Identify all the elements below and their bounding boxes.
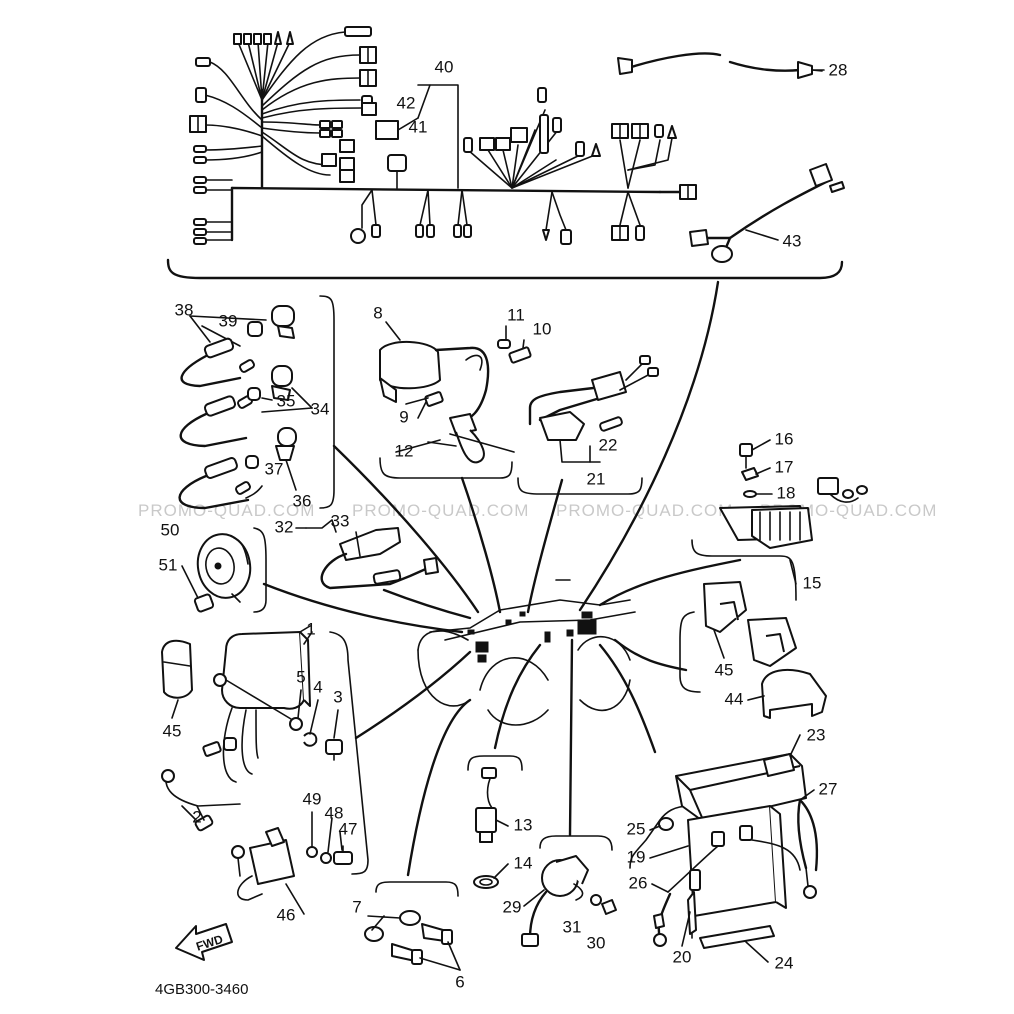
callout-4: 4: [313, 677, 322, 696]
callout-24: 24: [775, 953, 794, 972]
callout-16: 16: [775, 429, 794, 448]
callout-14: 14: [514, 853, 533, 872]
group-relay: [517, 355, 659, 495]
group-resistor: [231, 827, 353, 901]
callout-15: 15: [803, 573, 822, 592]
callout-45-right: 45: [715, 660, 734, 679]
callout-48: 48: [325, 803, 344, 822]
callout-29: 29: [503, 897, 522, 916]
watermark-row: PROMO-QUAD.COM PROMO-QUAD.COM PROMO-QUAD…: [138, 501, 936, 520]
callout-51: 51: [159, 555, 178, 574]
part-43-cable: [689, 163, 845, 263]
group-cdi-unit: [161, 625, 369, 875]
callout-6: 6: [455, 972, 464, 991]
callout-23: 23: [807, 725, 826, 744]
callout-43: 43: [783, 231, 802, 250]
callout-28: 28: [829, 60, 848, 79]
fwd-arrow: FWD: [175, 923, 233, 961]
part-28-cable: [617, 52, 825, 79]
callout-12: 12: [395, 441, 414, 460]
watermark-center: PROMO-QUAD.COM: [352, 501, 529, 520]
callout-20: 20: [673, 947, 692, 966]
callout-13: 13: [514, 815, 533, 834]
callout-45-left: 45: [163, 721, 182, 740]
group-horn: [193, 527, 267, 613]
callout-37: 37: [265, 459, 284, 478]
callout-19: 19: [627, 847, 646, 866]
callout-36: 36: [293, 491, 312, 510]
watermark-left: PROMO-QUAD.COM: [138, 501, 315, 520]
group-starter-relay: [521, 835, 617, 947]
group-neutral-switch: [364, 881, 459, 965]
callout-30: 30: [587, 933, 606, 952]
watermark-mid: PROMO-QUAD.COM: [556, 501, 733, 520]
part-code: 4GB300-3460: [155, 981, 248, 998]
callout-35: 35: [277, 391, 296, 410]
callout-27: 27: [819, 779, 838, 798]
group-oil-sensor: [467, 755, 523, 889]
group-rectifier: [691, 443, 868, 601]
callout-31: 31: [563, 917, 582, 936]
group-battery: [629, 753, 819, 949]
callout-46: 46: [277, 905, 296, 924]
leader-lines: [262, 280, 742, 877]
callout-10: 10: [533, 319, 552, 338]
harness-boundary-curve: [166, 258, 844, 280]
group-plug-cap: [305, 519, 439, 590]
callout-2: 2: [192, 807, 201, 826]
callout-22: 22: [599, 435, 618, 454]
callout-9: 9: [399, 407, 408, 426]
wire-harness: [189, 26, 697, 245]
callout-41: 41: [409, 117, 428, 136]
callout-38: 38: [175, 300, 194, 319]
callout-47: 47: [339, 819, 358, 838]
callout-44: 44: [725, 689, 744, 708]
callout-18: 18: [777, 483, 796, 502]
callout-17: 17: [775, 457, 794, 476]
callout-21: 21: [587, 469, 606, 488]
callout-8: 8: [373, 303, 382, 322]
callout-leaders: [171, 69, 823, 971]
callout-11: 11: [507, 305, 525, 324]
callout-25: 25: [627, 819, 646, 838]
callout-32: 32: [275, 517, 294, 536]
callout-50: 50: [161, 520, 180, 539]
callout-40: 40: [435, 57, 454, 76]
callout-34: 34: [311, 399, 330, 418]
callout-33: 33: [331, 511, 350, 530]
callout-numbers: 1 2 3 4 5 6 7 8 9 10 11 12 13 14 15 16 1…: [159, 57, 848, 991]
group-sensors-left: [178, 295, 335, 510]
callout-3: 3: [333, 687, 342, 706]
group-left-cover: [161, 639, 193, 699]
callout-39: 39: [219, 311, 238, 330]
callout-5: 5: [296, 667, 305, 686]
callout-49: 49: [303, 789, 322, 808]
callout-7: 7: [352, 897, 361, 916]
group-right-covers: [679, 581, 827, 719]
callout-1: 1: [306, 619, 315, 638]
callout-26: 26: [629, 873, 648, 892]
callout-42: 42: [397, 93, 416, 112]
